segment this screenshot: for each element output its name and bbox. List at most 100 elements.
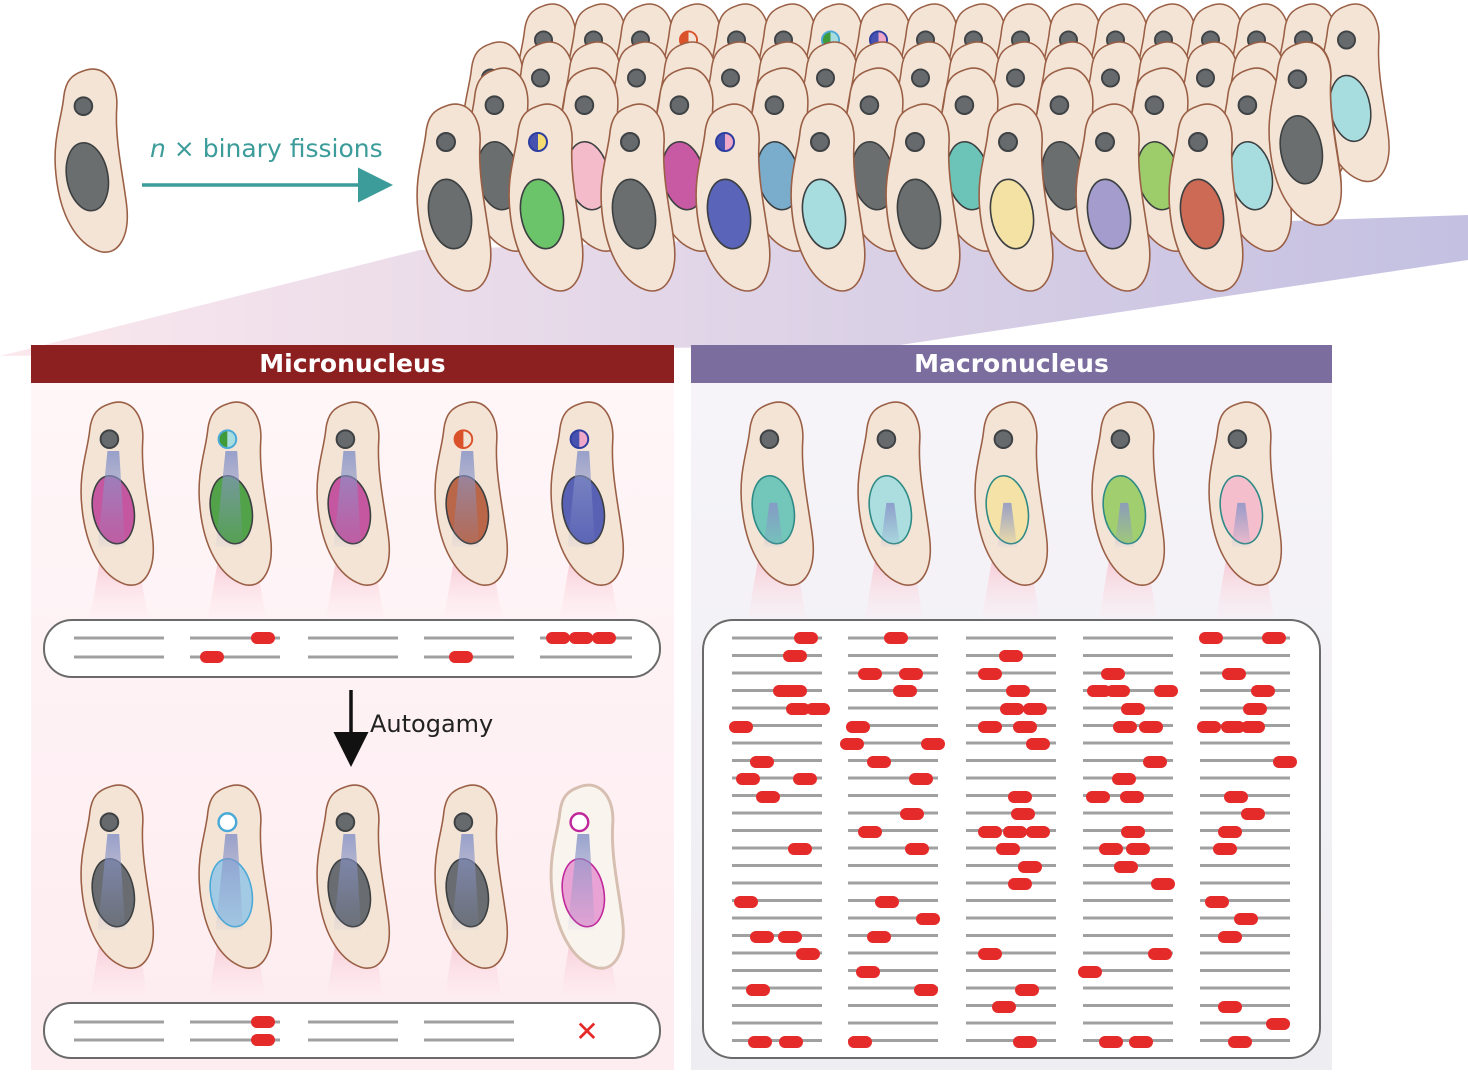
mutation-mark <box>1241 721 1265 733</box>
paramecium-cell <box>790 103 866 292</box>
mutation-mark <box>1000 703 1024 715</box>
mutation-mark <box>1129 1036 1153 1048</box>
micronucleus-icon <box>998 132 1018 152</box>
mutation-mark <box>1121 826 1145 838</box>
paramecium-cell <box>198 401 273 586</box>
mutation-mark <box>750 756 774 768</box>
mutation-mark <box>867 756 891 768</box>
mutation-mark <box>905 843 929 855</box>
mutation-mark <box>1099 843 1123 855</box>
paramecium-cell <box>885 103 961 292</box>
micronucleus-icon <box>1227 429 1248 450</box>
mutation-mark <box>778 931 802 943</box>
beam-icon <box>1231 502 1252 547</box>
paramecium-cell <box>54 68 129 253</box>
mutation-mark <box>1026 826 1050 838</box>
mutation-mark <box>449 651 473 663</box>
mutation-mark <box>251 1034 275 1046</box>
mutation-mark <box>734 896 758 908</box>
mutation-mark <box>1006 685 1030 697</box>
starting-cell-group <box>54 68 129 253</box>
beam-icon <box>567 833 596 930</box>
micro-after-cells <box>80 783 625 1000</box>
mutation-mark <box>1218 931 1242 943</box>
paramecium-cell <box>434 784 509 969</box>
beam-icon <box>763 502 784 547</box>
paramecium-cell <box>80 401 155 586</box>
mutation-mark <box>840 738 864 750</box>
macronucleus-icon <box>65 142 110 212</box>
mutation-mark <box>1013 721 1037 733</box>
beam-icon <box>333 450 362 547</box>
micronucleus-icon <box>669 95 690 116</box>
mutation-mark <box>1197 721 1221 733</box>
mutation-mark <box>1222 668 1246 680</box>
mutation-mark <box>978 721 1002 733</box>
mutation-mark <box>746 984 770 996</box>
mutation-mark <box>1148 948 1172 960</box>
micronucleus-icon <box>993 429 1014 450</box>
micro-before-cells <box>80 401 625 618</box>
beam-icon <box>451 833 480 930</box>
micronucleus-icon <box>531 68 551 88</box>
micro-chromosome-box-before <box>43 619 661 678</box>
mutation-mark <box>1101 668 1125 680</box>
mutation-mark <box>921 738 945 750</box>
micronucleus-icon <box>1237 95 1258 116</box>
mutation-mark <box>1112 773 1136 785</box>
beam-icon <box>97 450 126 547</box>
macronucleus-icon <box>611 178 657 250</box>
micronucleus-icon <box>335 812 356 833</box>
mutation-mark <box>592 632 616 644</box>
micronucleus-icon <box>217 429 238 450</box>
mutation-mark <box>729 721 753 733</box>
micronucleus-icon <box>574 95 595 116</box>
micronucleus-icon <box>1144 95 1165 116</box>
mutation-mark <box>1241 808 1265 820</box>
mutation-mark <box>867 931 891 943</box>
paramecium-cell <box>1091 401 1166 586</box>
mutation-mark <box>1199 632 1223 644</box>
mutation-mark <box>1251 685 1275 697</box>
micronucleus-icon <box>905 132 925 152</box>
micronucleus-icon <box>1196 68 1216 88</box>
mutation-mark <box>875 896 899 908</box>
micronucleus-icon <box>217 812 238 833</box>
mutation-mark <box>1015 984 1039 996</box>
mutation-mark <box>251 632 275 644</box>
mutation-mark <box>992 1001 1016 1013</box>
chromosome-lines: ✕ <box>74 632 1297 1048</box>
mutation-mark <box>1008 878 1032 890</box>
mutation-mark <box>1205 896 1229 908</box>
beam-icon <box>567 450 596 547</box>
mutation-mark <box>1013 1036 1037 1048</box>
paramecium-cell <box>508 103 584 292</box>
macronucleus-icon <box>519 178 565 250</box>
micronucleus-icon <box>453 812 474 833</box>
macronucleus-icon <box>1179 178 1225 250</box>
mutation-mark <box>978 948 1002 960</box>
beam-icon <box>1114 502 1135 547</box>
beam-icon <box>880 502 901 547</box>
paramecium-cell <box>600 103 676 292</box>
mutation-mark <box>783 650 807 662</box>
paramecium-cell <box>1318 3 1390 183</box>
micronucleus-icon <box>721 68 741 88</box>
mutation-mark <box>1243 703 1267 715</box>
micronucleus-icon <box>453 429 474 450</box>
mutation-mark <box>909 773 933 785</box>
mutation-mark <box>916 913 940 925</box>
mutation-mark <box>569 632 593 644</box>
micronucleus-icon <box>436 132 456 152</box>
mutation-mark <box>848 1036 872 1048</box>
mutation-mark <box>1113 721 1137 733</box>
paramecium-cell <box>1208 401 1283 586</box>
macronucleus-icon <box>801 178 847 250</box>
mutation-mark <box>779 1036 803 1048</box>
mutation-mark <box>1003 826 1027 838</box>
micronucleus-icon <box>99 812 120 833</box>
macronucleus-icon <box>989 178 1035 250</box>
mutation-mark <box>786 703 810 715</box>
mutation-mark <box>900 808 924 820</box>
